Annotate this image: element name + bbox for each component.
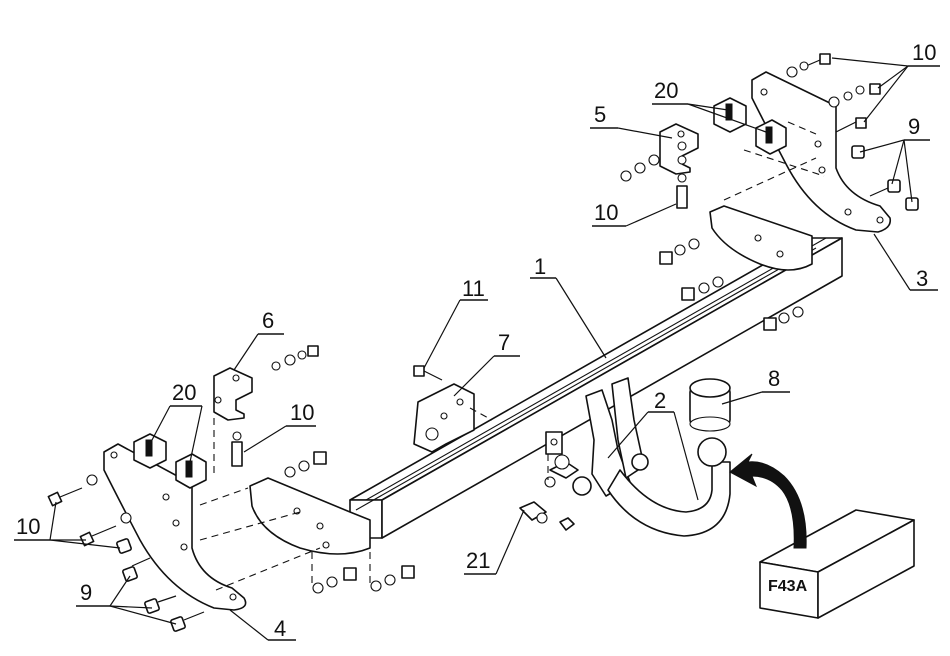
angle-bracket-part-6 <box>213 367 253 421</box>
callout-4: 4 <box>229 609 296 641</box>
callout-20-right: 20 <box>652 78 767 133</box>
label-10-left-bolts: 10 <box>16 514 40 539</box>
callout-21: 21 <box>464 509 525 575</box>
callout-5: 5 <box>590 102 673 139</box>
callout-6: 6 <box>233 308 284 371</box>
label-20-left: 20 <box>172 380 196 405</box>
package-code-label: F43A <box>768 578 808 595</box>
ball-cover-part-8 <box>689 378 731 432</box>
label-8: 8 <box>768 366 780 391</box>
left-side-bracket-part-4 <box>103 443 247 611</box>
callout-10-top-right: 10 <box>831 40 940 123</box>
label-1: 1 <box>534 254 546 279</box>
callout-8: 8 <box>721 366 790 405</box>
label-10-bracket5: 10 <box>594 200 618 225</box>
hardware-bolts-nuts <box>47 53 919 632</box>
label-6: 6 <box>262 308 274 333</box>
mounting-plate-part-7 <box>413 383 475 453</box>
callout-10-bracket6: 10 <box>243 400 316 453</box>
callout-7: 7 <box>453 330 520 397</box>
right-inner-mount-plate <box>709 205 813 271</box>
callout-9-right: 9 <box>859 114 930 203</box>
label-5: 5 <box>594 102 606 127</box>
callout-10-bracket5: 10 <box>592 200 677 227</box>
tow-neck-part-2 <box>545 377 731 537</box>
label-4: 4 <box>274 616 286 641</box>
label-10-bracket6: 10 <box>290 400 314 425</box>
callout-9-left: 9 <box>76 575 177 625</box>
label-7: 7 <box>498 330 510 355</box>
label-21: 21 <box>466 548 490 573</box>
callout-1: 1 <box>530 254 607 359</box>
spacer-plates-part-20-right <box>713 97 787 155</box>
callout-10-left-bolts: 10 <box>14 501 121 549</box>
label-3: 3 <box>916 266 928 291</box>
callout-2: 2 <box>607 388 699 501</box>
callout-20-left: 20 <box>151 380 203 463</box>
label-20-right: 20 <box>654 78 678 103</box>
label-9-left: 9 <box>80 580 92 605</box>
assembly-dashed-lines <box>199 121 825 591</box>
label-11: 11 <box>462 276 485 301</box>
label-2: 2 <box>654 388 666 413</box>
callout-3: 3 <box>873 233 938 291</box>
package-box: F43A <box>759 509 915 619</box>
curved-arrow-icon <box>729 453 807 549</box>
label-9-right: 9 <box>908 114 920 139</box>
callout-11: 11 <box>423 276 488 369</box>
socket-part-21 <box>519 501 575 531</box>
label-10-top-right: 10 <box>912 40 936 65</box>
left-inner-mount-plate <box>249 477 371 555</box>
spacer-plates-part-20-left <box>133 433 207 489</box>
